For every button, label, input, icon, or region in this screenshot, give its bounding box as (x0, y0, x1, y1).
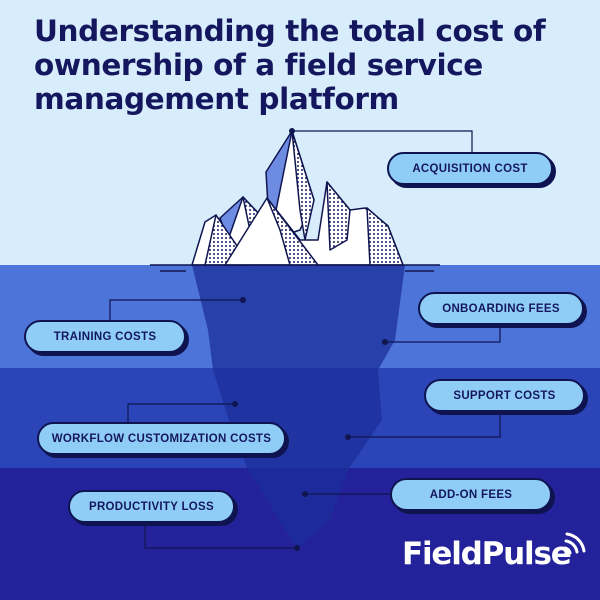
label-acquisition-cost: ACQUISITION COST (387, 152, 553, 185)
label-training-costs: TRAINING COSTS (24, 320, 186, 353)
iceberg-underwater (192, 265, 405, 548)
waterline-dashes (150, 264, 440, 272)
connector-lines (109, 130, 501, 549)
label-add-on-fees: ADD-ON FEES (390, 478, 552, 511)
label-workflow-customization-costs: WORKFLOW CUSTOMIZATION COSTS (37, 422, 286, 455)
wifi-pulse-icon (563, 532, 586, 555)
fieldpulse-logo: FieldPulse (402, 536, 572, 572)
page-title: Understanding the total cost of ownershi… (34, 14, 546, 116)
connector-dots (232, 128, 388, 551)
label-onboarding-fees: ONBOARDING FEES (418, 292, 584, 325)
label-productivity-loss: PRODUCTIVITY LOSS (68, 490, 235, 523)
iceberg-above-water (191, 130, 404, 266)
label-support-costs: SUPPORT COSTS (424, 379, 585, 412)
